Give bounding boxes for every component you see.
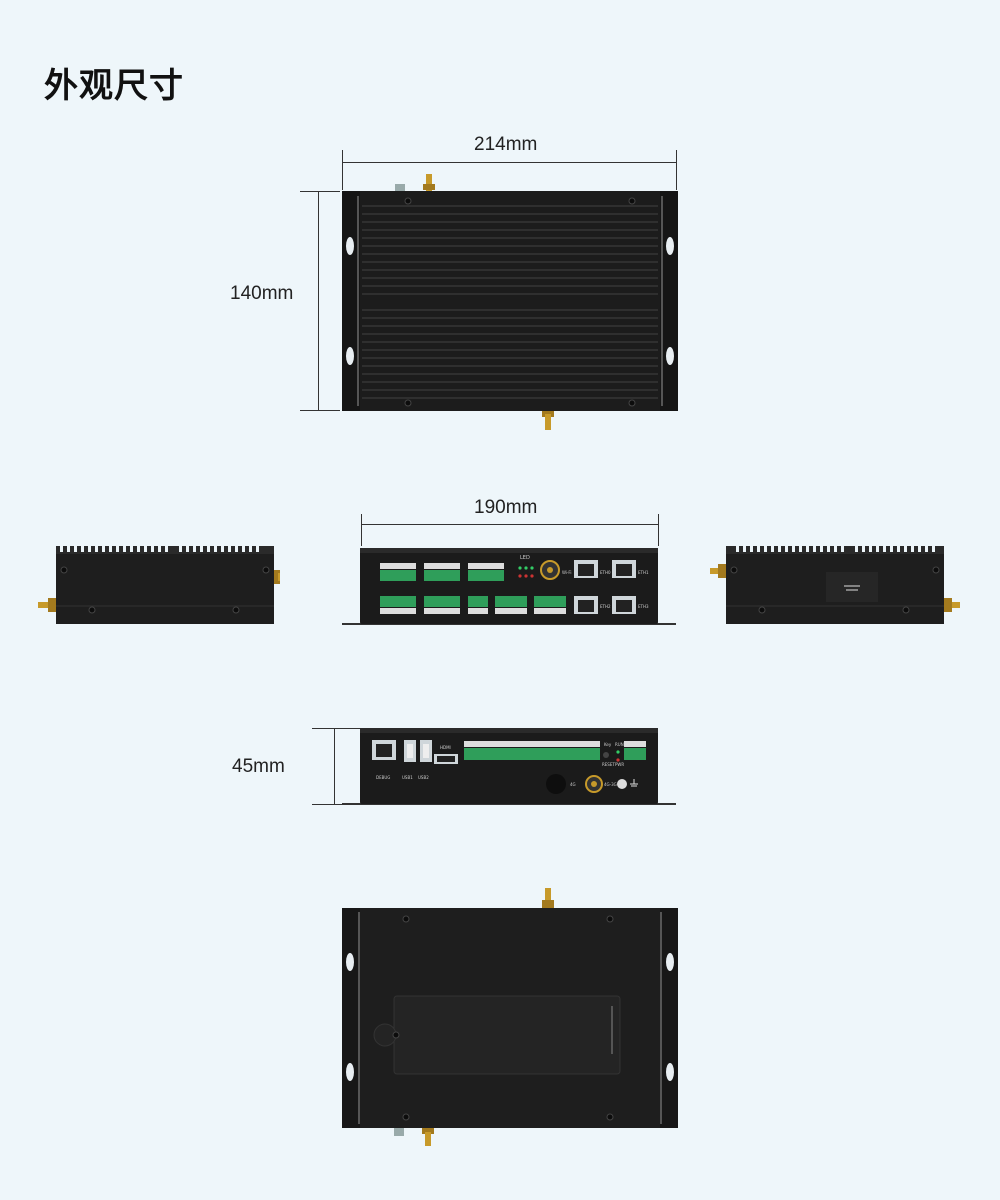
left-side-view [38, 546, 280, 624]
height-line [334, 728, 335, 804]
terminal-block-row-top [380, 563, 504, 581]
pwr-label: PWR [615, 762, 624, 767]
top-depth-tick-bottom [300, 410, 340, 411]
eth-label: ETH2 [600, 604, 611, 609]
heat-sink-fins [362, 205, 658, 399]
eth-label: ETH0 [600, 570, 611, 575]
led-label: LED [520, 555, 530, 561]
wifi-label: Wi-Fi [562, 570, 572, 575]
front-width-tick-left [361, 514, 362, 546]
terminal-block-row-bottom [380, 596, 566, 614]
hdmi-port-icon[interactable] [434, 754, 458, 764]
top-depth-line [318, 191, 319, 410]
page-title: 外观尺寸 [44, 66, 184, 106]
height-tick-bottom [312, 804, 360, 805]
usb-port-icon[interactable] [404, 740, 432, 762]
eth-label: ETH3 [638, 604, 649, 609]
reset-button[interactable] [603, 752, 609, 758]
4g-antenna-connector[interactable] [585, 775, 603, 793]
front-width-line [361, 524, 658, 525]
eth-label: ETH1 [638, 570, 649, 575]
top-depth-label: 140mm [230, 283, 294, 304]
top-view [342, 174, 678, 430]
status-leds [518, 566, 534, 578]
usb2-label: USB2 [418, 775, 429, 780]
terminal-block-long [464, 741, 600, 760]
wifi-antenna-connector[interactable] [540, 560, 560, 580]
4g-label: 4G [570, 782, 576, 787]
power-terminal-block [624, 741, 646, 760]
ground-symbol-icon [844, 585, 860, 591]
front-panel-view: LED Wi-Fi ETH0 ETH1 ETH2 ETH3 [342, 548, 676, 625]
mounting-slots [346, 237, 674, 365]
debug-label: DEBUG [376, 775, 390, 780]
front-width-label: 190mm [474, 497, 538, 518]
usb1-label: USB1 [402, 775, 413, 780]
top-width-line [342, 162, 676, 163]
top-width-tick-left [342, 150, 343, 190]
right-side-view [710, 546, 960, 624]
antenna-icon [38, 570, 280, 612]
bottom-view [342, 888, 678, 1146]
debug-ethernet-port-icon[interactable] [372, 740, 396, 760]
ethernet-port-icon[interactable] [574, 560, 636, 614]
height-tick-top [312, 728, 360, 729]
antenna-icon [423, 174, 435, 192]
top-width-tick-right [676, 150, 677, 190]
key-label: Key [604, 742, 612, 747]
hdmi-label: HDMI [440, 745, 451, 750]
4g-3g-label: 4G-3G [604, 782, 617, 787]
antenna-icon [710, 564, 960, 612]
reset-label: RESET [602, 762, 615, 767]
service-cover-plate [373, 995, 621, 1075]
top-depth-tick-top [300, 191, 340, 192]
height-label: 45mm [232, 756, 285, 777]
rear-panel-view: HDMI DEBUG USB1 USB2 Key RUN RESET PWR 4… [342, 728, 676, 805]
run-label: RUN [615, 742, 624, 747]
ground-symbol-icon [630, 779, 638, 787]
front-width-tick-right [658, 514, 659, 546]
top-width-label: 214mm [474, 134, 538, 155]
